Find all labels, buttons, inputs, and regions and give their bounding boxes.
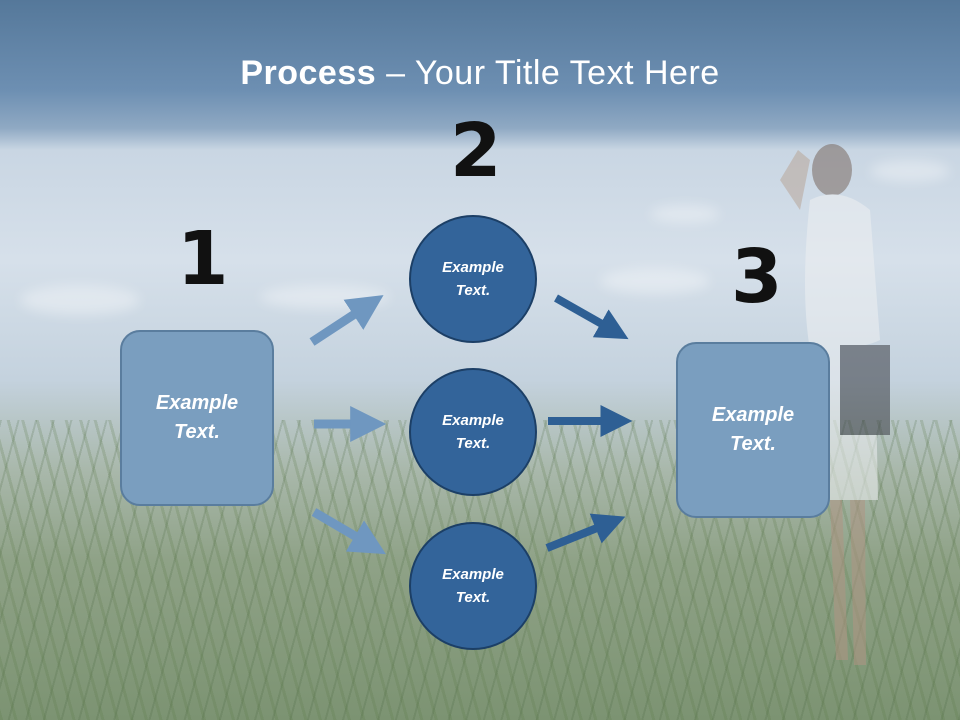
circle-text-line2: Text. [455,589,491,606]
arrow-to-top-circle [309,295,384,346]
cloud [870,160,950,182]
circle-text-line1: Example [442,259,504,276]
cloud [20,285,140,315]
step-number-1: 1 [177,216,229,302]
box-text-line1: Example [711,404,795,426]
box-text-line2: Text. [730,433,776,455]
arrow-from-bottom-circle [545,513,626,552]
circle-text-line1: Example [442,412,504,429]
woman-silhouette-image [780,144,890,665]
step-number-3: 3 [731,234,783,320]
step-number-2: 2 [450,108,502,194]
arrow-from-top-circle [554,294,629,340]
circle-text-line1: Example [442,566,504,583]
title-rest: – Your Title Text Here [376,54,720,92]
circle-text-line2: Text. [455,435,491,452]
title-bold: Process [240,54,377,92]
box-text-line2: Text. [174,421,220,443]
slide-title: Process – Your Title Text Here [0,54,960,93]
circle-text-line2: Text. [455,282,491,299]
cloud [650,205,720,223]
arrow-to-bottom-circle [311,508,386,555]
cloud [600,268,710,294]
box-text-line1: Example [155,392,239,414]
